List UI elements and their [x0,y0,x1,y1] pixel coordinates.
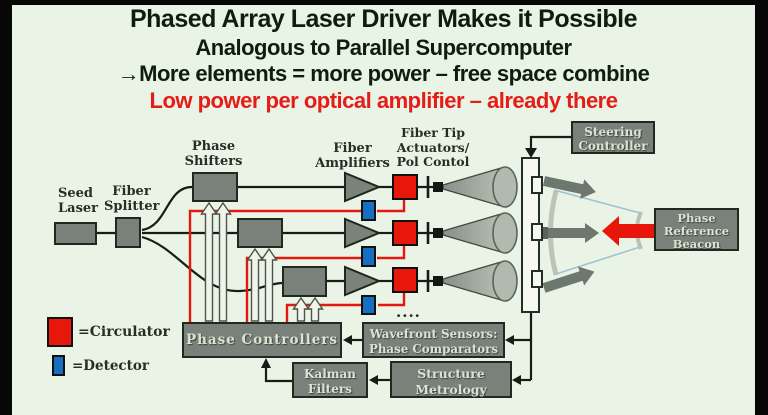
steering-controller-box: Steering Controller [571,121,655,154]
emitter-lens [492,260,518,302]
phase-reference-beacon-box: Phase Reference Beacon [654,208,739,251]
label-fiber-splitter: Fiber Splitter [104,184,160,214]
slide-title: Phased Array Laser Driver Makes it Possi… [129,5,638,33]
legend-circulator-label: =Circulator [78,324,170,340]
kalman-filters-box: Kalman Filters [292,362,368,398]
seed-laser-box [54,222,97,245]
label-line: Pol Contol [396,154,470,169]
phase-shifter-box-1 [192,172,238,202]
steering-controller-line: Controller [578,139,648,153]
pol-control-marks [433,182,443,286]
phase-controllers-box: Phase Controllers [182,322,342,358]
plate-actuator-1 [531,176,543,194]
detector-2 [361,246,376,267]
wavefront-sensors-line: Wavefront Sensors: [369,327,498,341]
output-beam-arrows [541,176,599,293]
letterbox-right [755,0,768,415]
steering-controller-line: Steering [584,125,642,139]
beacon-line: Phase [677,211,716,225]
phase-shifter-box-3 [282,266,327,297]
fiber-amplifier-triangles [344,171,382,297]
beacon-arrow [602,216,654,246]
phase-control-arrows [200,201,324,322]
structure-metrology-box: Structure Metrology [390,361,512,398]
kalman-filters-line: Filters [308,382,352,396]
beacon-line: Beacon [672,237,721,251]
emitter-cones [442,166,518,302]
beacon-line: Reference [663,224,730,238]
label-line: Fiber [112,184,151,199]
phase-shifter-box-2 [237,218,283,248]
letterbox-left [0,0,12,415]
emitter-lens [492,212,518,254]
label-line: Shifters [184,154,243,169]
plate-actuator-3 [531,270,543,288]
black-arrowheads [261,148,537,385]
fiber-splitter-box [115,217,141,248]
label-line: Fiber [333,141,372,156]
label-seed-laser: Seed Laser [58,186,98,216]
slide-point: →More elements = more power – free space… [117,61,650,86]
legend-detector-swatch [52,355,65,376]
label-line: Phase [191,139,236,154]
label-fiber-tip-actuators: Fiber Tip Actuators/ Pol Contol [390,125,476,170]
label-line: Laser [58,201,99,216]
label-line: Splitter [104,199,160,214]
label-line: Amplifiers [315,156,390,171]
letterbox-top [0,0,768,5]
detector-3 [361,295,376,315]
label-phase-shifters: Phase Shifters [181,139,246,169]
wavefront-sensors-box: Wavefront Sensors: Phase Comparators [362,322,505,358]
slide-highlight: Low power per optical amplifier – alread… [149,88,618,113]
plate-actuator-2 [531,223,543,241]
label-line: Fiber Tip [400,125,466,140]
legend-circulator-swatch [47,317,73,347]
kalman-filters-line: Kalman [304,367,356,381]
emitter-lens [492,166,518,208]
more-elements-ellipsis: .... [396,303,421,321]
structure-metrology-line: Structure [417,366,485,381]
detector-1 [361,200,376,221]
slide-subtitle: Analogous to Parallel Supercomputer [195,35,572,60]
structure-metrology-line: Metrology [415,381,487,397]
circulator-3 [392,267,418,293]
label-line: Actuators/ [396,139,470,155]
legend-detector-label: =Detector [72,358,150,374]
label-fiber-amplifiers: Fiber Amplifiers [310,141,395,171]
wavefront-sensors-line: Phase Comparators [368,342,498,356]
label-line: Seed [58,186,94,201]
red-control-wires [188,200,406,322]
circulator-2 [392,220,418,246]
circulator-1 [392,174,418,200]
